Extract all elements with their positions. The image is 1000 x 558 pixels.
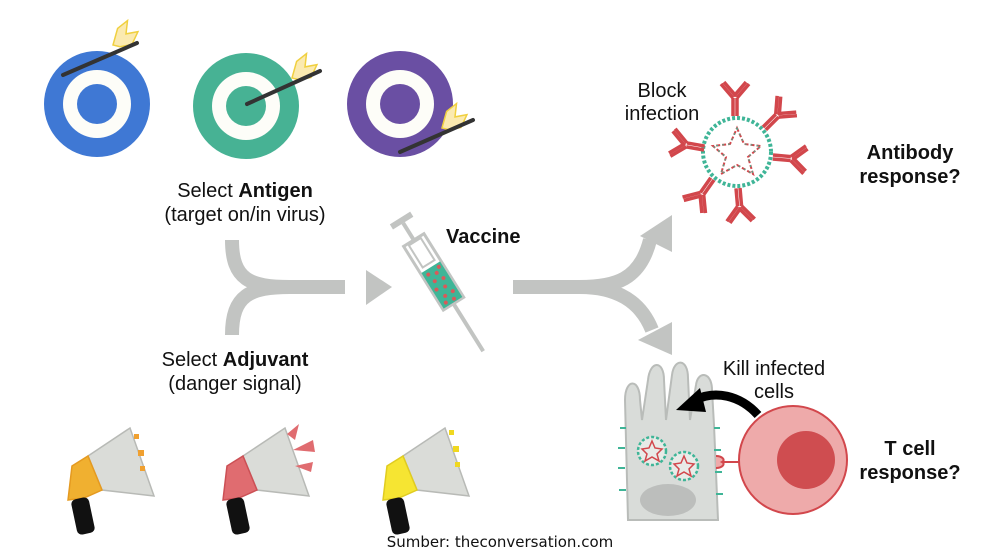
kill-infected-line2: cells: [753, 381, 794, 403]
block-infection-line1: Block: [637, 80, 687, 102]
dart-icon: [398, 100, 475, 154]
antigen-label: Select Antigen: [140, 180, 350, 203]
merge-arrow: [225, 239, 345, 336]
antigen-bold: Antigen: [238, 180, 313, 202]
adjuvant-subtitle: (danger signal): [168, 373, 302, 395]
t-cell-icon: [715, 405, 848, 515]
tcell-response-line1: T cell: [884, 438, 936, 460]
split-arrowhead-up: [640, 215, 672, 252]
merge-arrowhead: [366, 270, 392, 305]
target-purple: [347, 51, 475, 157]
adjuvant-bold: Adjuvant: [222, 349, 309, 371]
source-caption: Sumber: theconversation.com: [386, 533, 614, 551]
kill-arrowhead: [676, 388, 706, 412]
dart-icon: [61, 17, 143, 77]
kill-infected-line1: Kill infected: [722, 358, 826, 380]
adjuvant-label: Select Adjuvant: [125, 349, 345, 372]
antigen-prefix: Select: [177, 180, 239, 202]
target-blue: [44, 17, 150, 157]
target-teal: [193, 50, 322, 159]
block-infection-line2: infection: [624, 103, 700, 125]
dart-icon: [245, 50, 322, 106]
adjuvant-prefix: Select: [161, 349, 223, 371]
megaphone-red: [222, 424, 315, 535]
antibody-response-line2: response?: [859, 166, 961, 188]
syringe-icon: [389, 211, 485, 353]
antigen-subtitle: (target on/in virus): [164, 204, 326, 226]
megaphone-orange: [67, 426, 156, 535]
megaphone-yellow: [382, 426, 471, 535]
virus-with-antibodies-icon: [666, 80, 810, 226]
split-arrow: [513, 238, 659, 333]
split-arrowhead-down: [638, 322, 672, 355]
antibody-response-line1: Antibody: [866, 142, 954, 164]
tcell-response-line2: response?: [859, 462, 961, 484]
vaccine-label: Vaccine: [446, 226, 521, 248]
